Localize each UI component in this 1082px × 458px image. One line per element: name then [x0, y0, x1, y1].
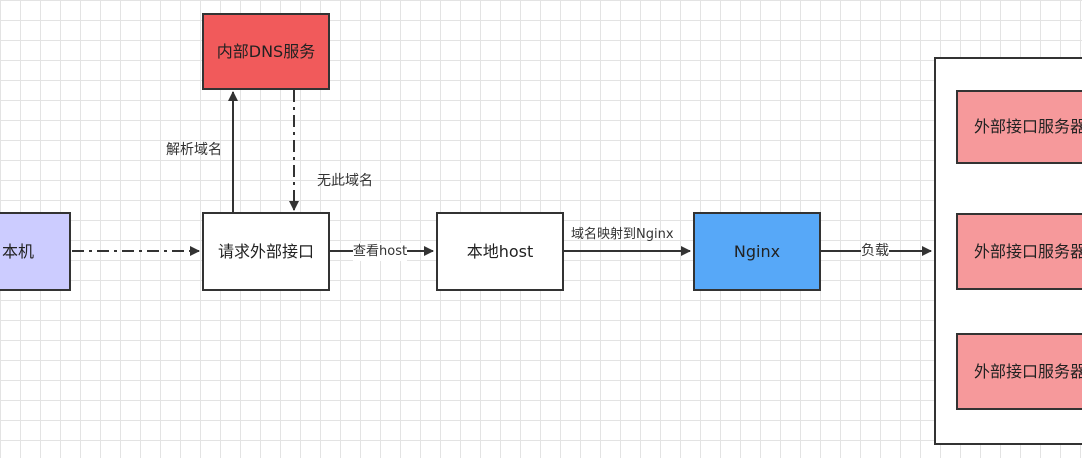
- request-external-api-node: 请求外部接口: [202, 212, 330, 291]
- edge-label-map-to-nginx: 域名映射到Nginx: [571, 227, 674, 242]
- nginx-label: Nginx: [733, 241, 781, 261]
- local-machine-node: 本机: [0, 212, 71, 291]
- edge-label-no-such-domain: 无此域名: [317, 173, 373, 189]
- edge-label-resolve-domain: 解析域名: [166, 142, 222, 158]
- local-host-node: 本地host: [436, 212, 564, 291]
- external-server-label-2: 外部接口服务器: [974, 241, 1082, 261]
- external-server-label-1: 外部接口服务器: [974, 117, 1082, 136]
- local-machine-label: 本机: [2, 241, 35, 261]
- external-server-node-1: 外部接口服务器: [956, 90, 1082, 164]
- external-server-node-3: 外部接口服务器: [956, 333, 1082, 410]
- edge-label-load: 负载: [861, 242, 889, 260]
- nginx-node: Nginx: [693, 212, 821, 291]
- external-server-label-3: 外部接口服务器: [974, 361, 1082, 381]
- internal-dns-node: 内部DNS服务: [202, 13, 330, 90]
- internal-dns-label: 内部DNS服务: [216, 41, 316, 61]
- edge-label-check-host: 查看host: [353, 243, 408, 261]
- request-external-api-label: 请求外部接口: [217, 241, 314, 261]
- local-host-label: 本地host: [466, 241, 534, 261]
- external-server-node-2: 外部接口服务器: [956, 213, 1082, 290]
